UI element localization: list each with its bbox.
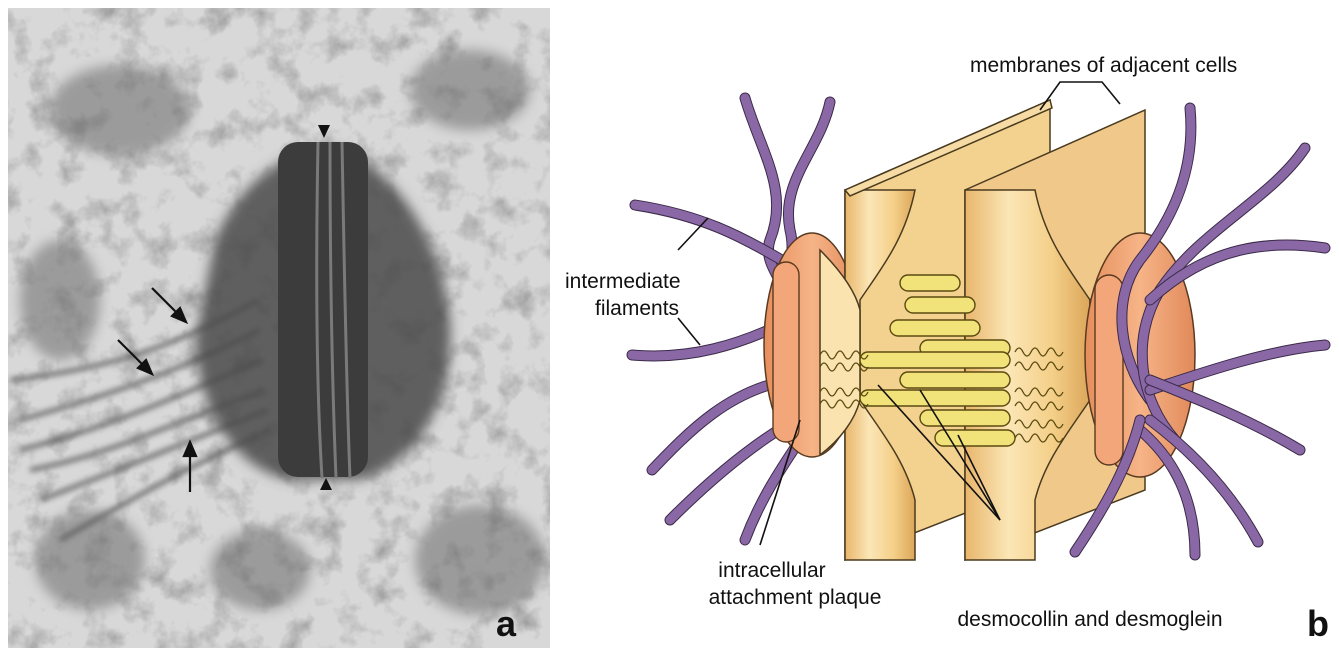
label-desmo: desmocollin and desmoglein	[958, 608, 1223, 631]
label-plaque-line1: intracellular	[718, 559, 825, 582]
illustration-panel-b: membranes of adjacent cells intermediate…	[565, 54, 1329, 644]
label-membranes: membranes of adjacent cells	[970, 54, 1237, 77]
panel-b-label: b	[1307, 603, 1329, 644]
label-plaque-line2: attachment plaque	[709, 586, 882, 609]
label-filaments: filaments	[595, 297, 679, 320]
micrograph-panel-a: a	[8, 8, 550, 648]
label-intermediate: intermediate	[565, 270, 681, 293]
panel-a-label: a	[496, 603, 517, 644]
